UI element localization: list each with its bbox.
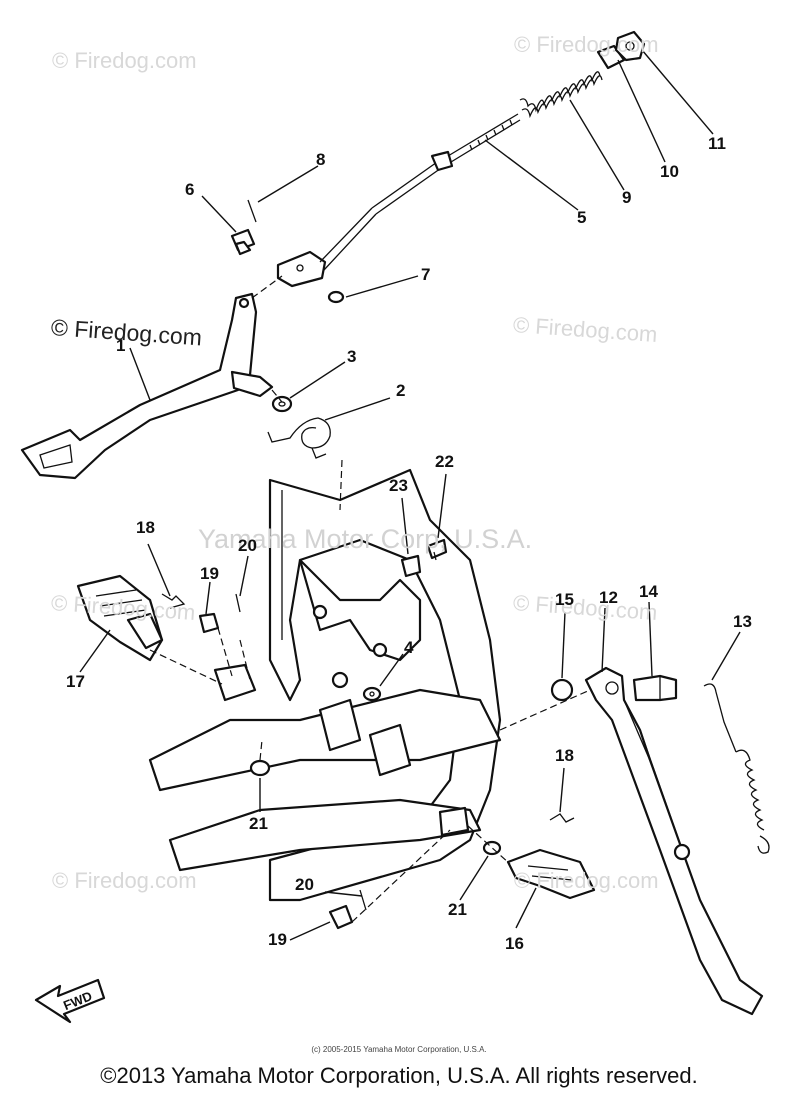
callout-8: 8 xyxy=(316,150,326,169)
callout-22: 22 xyxy=(435,452,454,471)
callout-18: 18 xyxy=(136,518,155,537)
callout-7: 7 xyxy=(421,265,431,284)
brake-rod xyxy=(276,113,521,288)
watermark: © Firedog.com xyxy=(52,868,197,893)
brake-spring xyxy=(519,71,603,119)
callout-2: 2 xyxy=(396,381,406,400)
footrest-left xyxy=(76,574,241,662)
brake-pedal xyxy=(20,292,274,480)
frame xyxy=(148,468,502,902)
callout-1: 1 xyxy=(116,336,126,355)
callout-3: 3 xyxy=(347,347,357,366)
sidestand xyxy=(584,666,764,1016)
callout-6: 6 xyxy=(185,180,195,199)
callout-20: 20 xyxy=(238,536,257,555)
callout-21b: 21 xyxy=(448,900,467,919)
callout-19: 19 xyxy=(200,564,219,583)
assembly-lines xyxy=(149,275,591,923)
fwd-arrow: FWD xyxy=(34,978,106,1024)
callout-23: 23 xyxy=(389,476,408,495)
center-watermark: Yamaha Motor Corp, U.S.A. xyxy=(198,524,533,554)
watermark: © Firedog.com xyxy=(514,868,659,893)
callout-14: 14 xyxy=(639,582,658,601)
small-copyright: (c) 2005-2015 Yamaha Motor Corporation, … xyxy=(311,1045,487,1054)
washer-and-return-spring xyxy=(267,395,331,459)
callout-5: 5 xyxy=(577,208,587,227)
callout-19b: 19 xyxy=(268,930,287,949)
callout-4: 4 xyxy=(404,638,414,657)
pin-and-washer xyxy=(230,199,345,304)
callout-12: 12 xyxy=(599,588,618,607)
leader-lines xyxy=(79,49,741,941)
callout-10: 10 xyxy=(660,162,679,181)
watermark: © Firedog.com xyxy=(514,32,659,57)
sidestand-bolt-nut xyxy=(550,674,678,702)
callout-13: 13 xyxy=(733,612,752,631)
callout-16: 16 xyxy=(505,934,524,953)
callout-18b: 18 xyxy=(555,746,574,765)
sidestand-spring xyxy=(703,683,770,854)
callout-9: 9 xyxy=(622,188,632,207)
callout-17: 17 xyxy=(66,672,85,691)
nuts-and-collars xyxy=(249,538,502,856)
callout-11: 11 xyxy=(708,134,726,153)
adjuster-parts xyxy=(596,30,646,70)
callout-20b: 20 xyxy=(295,875,314,894)
watermark: © Firedog.com xyxy=(52,48,197,73)
callout-21: 21 xyxy=(249,814,268,833)
footer-copyright: ©2013 Yamaha Motor Corporation, U.S.A. A… xyxy=(100,1063,698,1088)
callout-15: 15 xyxy=(555,590,574,609)
